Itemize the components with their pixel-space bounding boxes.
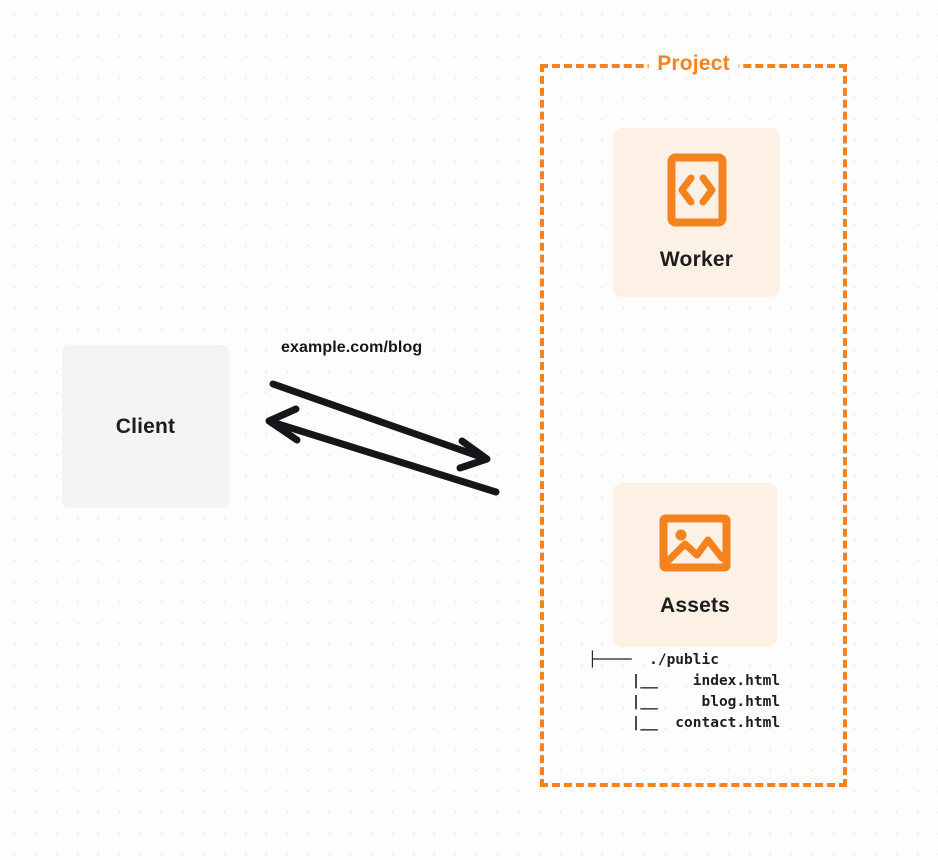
file-tree-text: ├──── ./public |__ index.html |__ blog.h… — [588, 652, 781, 731]
node-assets-label: Assets — [659, 593, 731, 617]
request-arrow — [269, 380, 491, 472]
connection-label: example.com/blog — [281, 339, 423, 356]
node-worker[interactable]: Worker — [613, 128, 780, 297]
node-worker-label: Worker — [659, 248, 734, 271]
project-title: Project — [648, 52, 739, 76]
image-icon — [659, 513, 731, 578]
node-assets[interactable]: Assets — [613, 483, 777, 647]
response-arrow — [265, 405, 500, 496]
code-brackets-icon — [667, 153, 727, 232]
asset-file-tree: ├──── ./public |__ index.html |__ blog.h… — [588, 650, 780, 734]
node-client[interactable]: Client — [62, 345, 229, 508]
project-boundary: Project — [540, 52, 847, 787]
node-client-label: Client — [115, 414, 176, 438]
